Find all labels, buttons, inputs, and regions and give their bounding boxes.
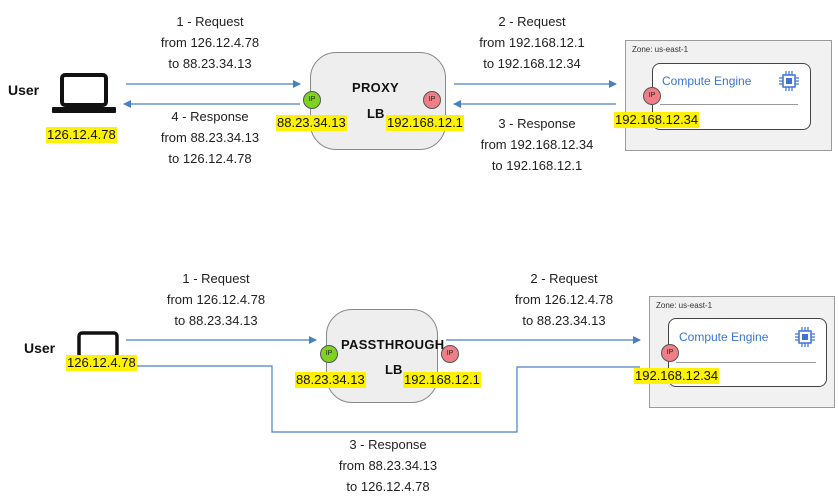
laptop-icon (52, 73, 116, 113)
arrow-d2-response-3 (123, 362, 640, 433)
user-label: User (24, 340, 56, 356)
compute-engine-chip-icon (795, 327, 815, 347)
lb-ip-right-highlight: 192.168.12.1 (403, 372, 481, 388)
ip-badge-green: IP (320, 345, 338, 363)
passthrough-lb-box (326, 309, 438, 403)
compute-engine-title: Compute Engine (662, 74, 752, 88)
ip-badge-red: IP (441, 345, 459, 363)
compute-engine-divider (660, 104, 798, 105)
user-ip-highlight: 126.12.4.78 (46, 127, 117, 143)
compute-ip-highlight: 192.168.12.34 (634, 368, 720, 384)
zone-label: Zone: us-east-1 (656, 301, 713, 310)
user-label: User (8, 82, 40, 98)
lb-ip-right-highlight: 192.168.12.1 (386, 115, 464, 131)
compute-engine-divider (676, 362, 816, 363)
passthrough-lb-title: PASSTHROUGH (341, 337, 445, 352)
lb-ip-left-highlight: 88.23.34.13 (295, 372, 366, 388)
zone-label: Zone: us-east-1 (632, 45, 689, 54)
proxy-lb-sub: LB (367, 106, 385, 121)
ip-badge-red: IP (661, 344, 679, 362)
user-ip-highlight: 126.12.4.78 (66, 355, 137, 371)
passthrough-lb-sub: LB (385, 362, 403, 377)
ip-badge-red: IP (643, 87, 661, 105)
ip-badge-red: IP (423, 91, 441, 109)
ip-badge-green: IP (303, 91, 321, 109)
proxy-lb-title: PROXY (352, 80, 400, 95)
compute-ip-highlight: 192.168.12.34 (614, 112, 700, 128)
compute-engine-title: Compute Engine (679, 330, 769, 344)
compute-engine-chip-icon (779, 71, 799, 91)
lb-ip-left-highlight: 88.23.34.13 (276, 115, 347, 131)
